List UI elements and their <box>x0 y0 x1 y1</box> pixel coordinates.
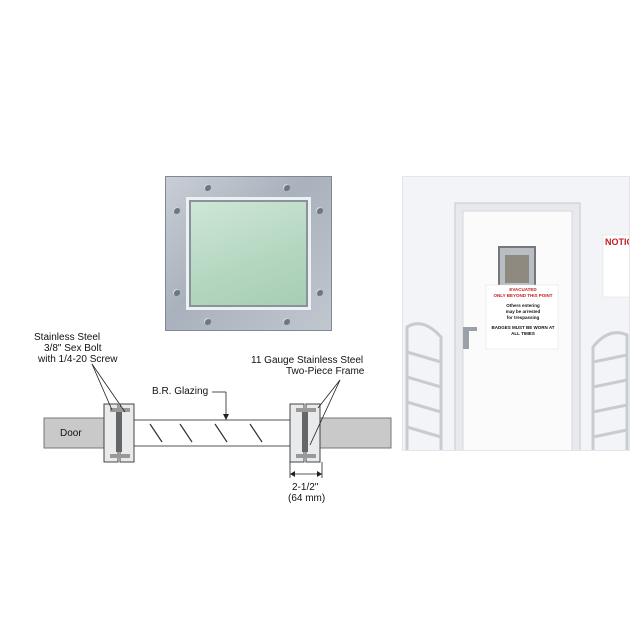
notice-sign-text: NOTIC <box>605 237 629 247</box>
bolt-callout-line2: 3/8" Sex Bolt <box>44 343 102 354</box>
left-frame-profile <box>103 403 135 463</box>
installed-door-photo: NOTIC EVACUATED ONLY BEYOND THIS POINT O… <box>402 176 630 451</box>
glazing-panel <box>123 419 311 447</box>
dimension-imperial: 2-1/2" <box>292 482 319 493</box>
door-sign: EVACUATED ONLY BEYOND THIS POINT Others … <box>489 287 557 337</box>
dimension-metric: (64 mm) <box>288 493 326 504</box>
screw-icon <box>283 184 290 191</box>
screw-icon <box>204 318 211 325</box>
door-sign-line: for trespassing <box>506 315 540 320</box>
vision-lite-frame-image <box>165 176 332 331</box>
door-sign-line: may be arrested <box>505 309 541 314</box>
screw-icon <box>316 207 323 214</box>
frame-callout-line2: Two-Piece Frame <box>286 366 365 377</box>
screw-icon <box>204 184 211 191</box>
door-slab-right <box>315 417 392 449</box>
screw-icon <box>173 207 180 214</box>
right-railing <box>591 331 629 450</box>
door-sign-line: BADGES MUST BE WORN AT <box>491 325 555 330</box>
left-railing <box>405 322 443 450</box>
door-label: Door <box>60 428 82 439</box>
glass-pane <box>186 197 311 310</box>
screw-icon <box>173 289 180 296</box>
door-sign-line: ONLY BEYOND THIS POINT <box>493 293 553 298</box>
door-scene <box>403 177 629 450</box>
screw-icon <box>283 318 290 325</box>
glazing-label: B.R. Glazing <box>152 386 209 397</box>
right-frame-profile <box>289 403 321 463</box>
bolt-callout-line3: with 1/4-20 Screw <box>38 354 118 365</box>
screw-icon <box>316 289 323 296</box>
frame-callout-line1: 11 Gauge Stainless Steel <box>251 355 364 366</box>
bolt-callout-line1: Stainless Steel <box>34 332 101 343</box>
cross-section-diagram <box>43 363 392 478</box>
door-sign-line: EVACUATED <box>509 287 537 292</box>
door-sign-line: Others entering <box>506 303 540 308</box>
door-sign-line: ALL TIMES <box>511 331 535 336</box>
